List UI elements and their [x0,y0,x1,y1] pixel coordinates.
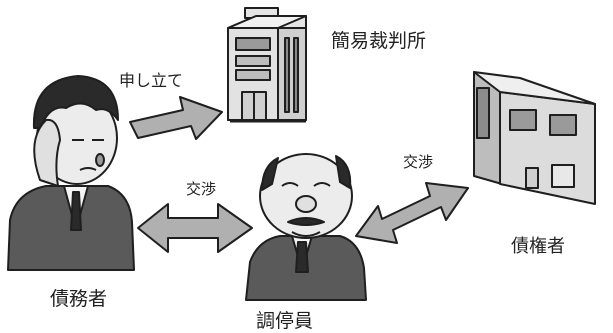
court-label: 簡易裁判所 [331,30,427,52]
creditor-label: 債権者 [511,236,565,257]
negotiation-arrow-right-icon [355,182,469,244]
creditor-building-icon [473,71,596,205]
petition-label: 申し立て [119,71,184,90]
negotiation-label-left: 交渉 [186,180,217,198]
petition-arrow-icon [129,96,223,140]
court-building-icon [227,7,307,123]
mediator-label: 調停員 [256,310,314,332]
negotiation-arrow-left-icon [137,203,253,253]
debtor-figure-icon [7,75,135,271]
debtor-label: 債務者 [50,288,108,310]
negotiation-label-right: 交渉 [403,153,434,171]
mediator-figure-icon [245,153,367,301]
